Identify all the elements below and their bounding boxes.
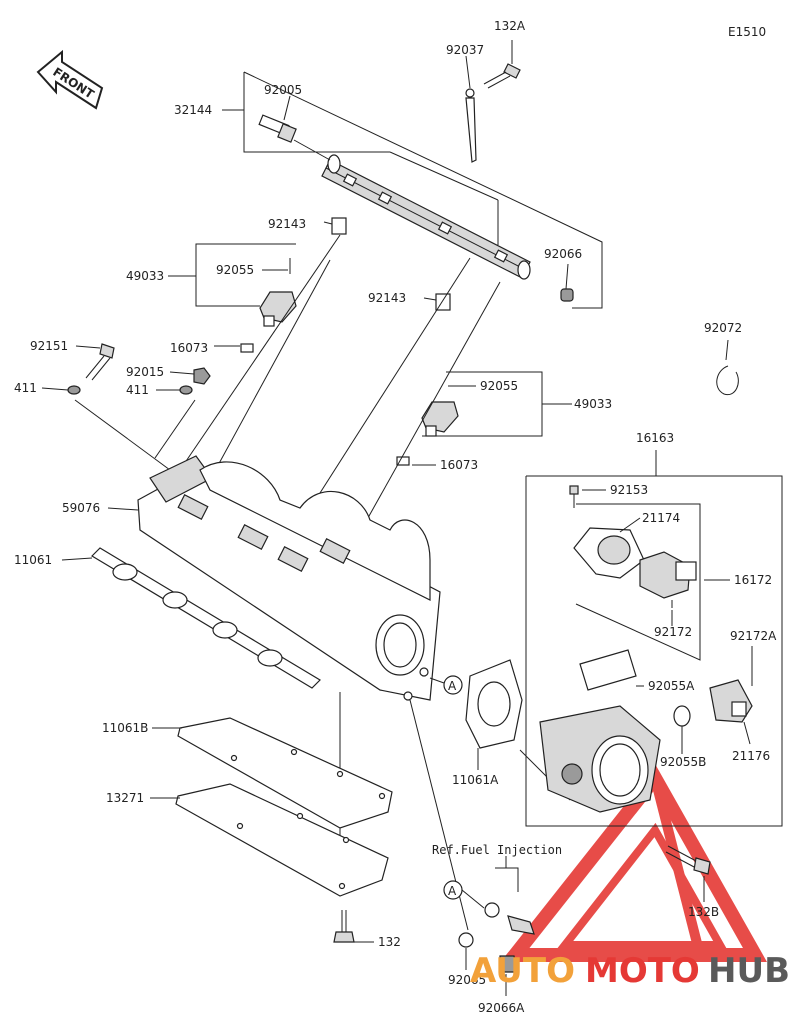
bolt-132A [483, 40, 521, 89]
label-92172: 92172 [654, 625, 692, 639]
watermark-logo [500, 765, 767, 962]
gasket-11061B [177, 717, 393, 829]
sensor-21176 [709, 679, 753, 723]
leader-lines [41, 55, 753, 996]
fuel-injection-ref-group [458, 856, 535, 973]
intake-manifold [137, 455, 441, 701]
gasket-92055A [579, 649, 637, 691]
label-59076: 59076 [62, 501, 100, 515]
watermark-auto: AUTO [470, 951, 575, 991]
watermark-triangle-outer [500, 765, 767, 962]
diagram-code: E1510 [728, 25, 766, 39]
label-92055B: 92055B [660, 755, 706, 769]
screw-92153 [569, 485, 579, 508]
label-21176: 21176 [732, 749, 770, 763]
label-11061B: 11061B [102, 721, 148, 735]
nut-92015 [193, 367, 211, 385]
label-411-a: 411 [14, 381, 37, 395]
washer-411-b [179, 385, 193, 395]
label-49033-b: 49033 [574, 397, 612, 411]
fuel-fitting [258, 114, 331, 161]
sensor-bracket-outline [575, 503, 701, 661]
sensor-housing-21174 [573, 527, 645, 579]
part-labels: 132A 92037 92005 32144 92143 92066 92055… [14, 19, 777, 1015]
watermark-brand-text: AUTO MOTO HUB [470, 951, 790, 991]
watermark-hub: HUB [708, 951, 790, 991]
cable-tie [465, 88, 477, 163]
bolt-92151 [85, 343, 115, 381]
fuel-rail [321, 154, 531, 280]
label-92066A: 92066A [478, 1001, 525, 1015]
watermark-moto: MOTO [585, 951, 700, 991]
injector-left [240, 258, 297, 353]
label-11061A: 11061A [452, 773, 499, 787]
label-11061: 11061 [14, 553, 52, 567]
front-direction-arrow: FRONT [36, 49, 104, 110]
label-16163: 16163 [636, 431, 674, 445]
manifold-gasket-11061 [91, 547, 321, 689]
label-92172A: 92172A [730, 629, 777, 643]
label-16073-a: 16073 [170, 341, 208, 355]
rail-cap [560, 288, 574, 302]
label-92065: 92065 [448, 973, 486, 987]
label-411-b: 411 [126, 383, 149, 397]
label-92015: 92015 [126, 365, 164, 379]
clamp-92072 [716, 365, 739, 396]
fuel-rail-group-outline [243, 71, 603, 309]
label-92143-a: 92143 [268, 217, 306, 231]
label-21174: 21174 [642, 511, 680, 525]
label-16172: 16172 [734, 573, 772, 587]
label-13271: 13271 [106, 791, 144, 805]
throttle-body-group-outline [525, 450, 783, 827]
callout-a-2: A [443, 880, 485, 909]
label-92143-b: 92143 [368, 291, 406, 305]
idle-valve-16172 [639, 551, 697, 599]
label-16073-b: 16073 [440, 458, 478, 472]
svg-text:A: A [448, 679, 457, 693]
cover-13271 [175, 783, 389, 897]
label-92153: 92153 [610, 483, 648, 497]
label-92072: 92072 [704, 321, 742, 335]
label-132A: 132A [494, 19, 526, 33]
label-92005: 92005 [264, 83, 302, 97]
label-92055-b: 92055 [480, 379, 518, 393]
bolt-132 [333, 910, 355, 943]
label-92055A: 92055A [648, 679, 695, 693]
svg-text:A: A [448, 884, 457, 898]
label-132: 132 [378, 935, 401, 949]
washer-411-a [67, 385, 81, 395]
label-32144: 32144 [174, 103, 212, 117]
label-92151: 92151 [30, 339, 68, 353]
gasket-11061A [465, 659, 523, 749]
label-49033-a: 49033 [126, 269, 164, 283]
o-ring-92143-a [331, 217, 347, 235]
bolt-132B [665, 845, 711, 875]
label-92037: 92037 [446, 43, 484, 57]
throttle-body [539, 705, 661, 813]
callout-a-1: A [429, 675, 463, 695]
label-92066: 92066 [544, 247, 582, 261]
label-132B: 132B [688, 905, 719, 919]
o-ring-92055B [673, 705, 691, 727]
label-92055-a: 92055 [216, 263, 254, 277]
ref-fuel-injection-note: Ref.Fuel Injection [432, 843, 562, 857]
